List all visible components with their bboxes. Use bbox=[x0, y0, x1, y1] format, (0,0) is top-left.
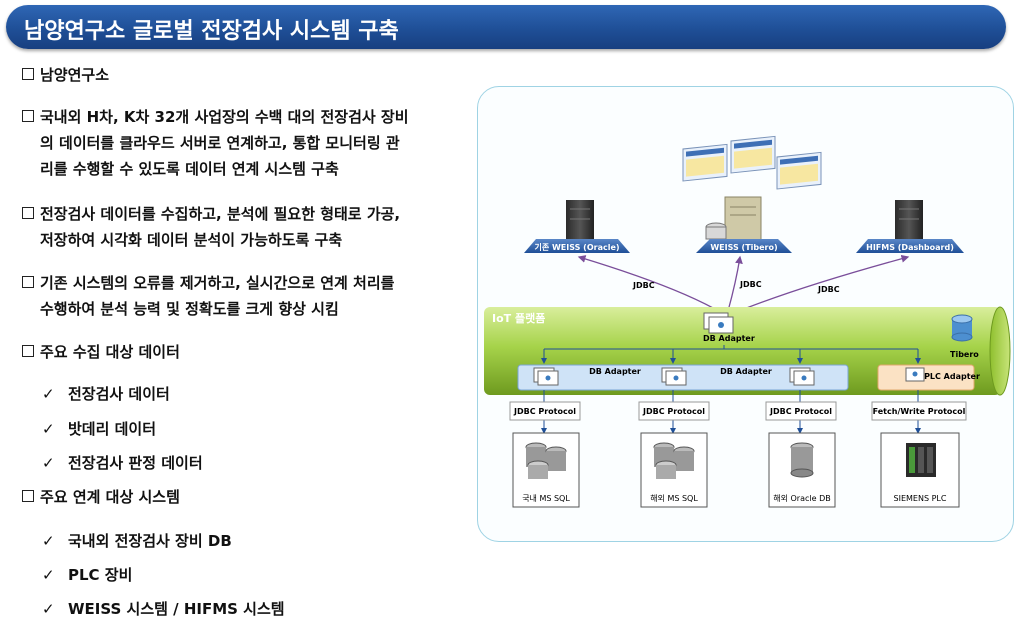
protocol-box-2 bbox=[638, 401, 710, 421]
bullet-text: 남양연구소 bbox=[40, 66, 110, 84]
data-item-text: 밧데리 데이터 bbox=[68, 420, 157, 438]
jdbc-connectors bbox=[577, 254, 910, 314]
architecture-diagram: 기존 WEISS (Oracle) WEISS (Tibero) HIFMS (… bbox=[477, 86, 1014, 542]
db-adapter-icon bbox=[533, 367, 559, 386]
system-item-3: ✓ WEISS 시스템 / HIFMS 시스템 bbox=[42, 598, 285, 619]
source-label-2: 해외 MS SQL bbox=[650, 493, 698, 503]
bullet-text: 국내외 H차, K차 32개 사업장의 수백 대의 전장검사 장비 bbox=[40, 108, 409, 126]
checkbox-square-icon bbox=[22, 207, 34, 219]
check-icon: ✓ bbox=[42, 566, 55, 584]
data-item-1: ✓ 전장검사 데이터 bbox=[42, 383, 170, 404]
protocol-label-1: JDBC Protocol bbox=[513, 407, 576, 416]
bullet-2-line3: 리를 수행할 수 있도록 데이터 연계 시스템 구축 bbox=[40, 160, 339, 178]
bullet-text: 주요 수집 대상 데이터 bbox=[40, 343, 180, 361]
system-item-text: WEISS 시스템 / HIFMS 시스템 bbox=[68, 600, 285, 618]
protocol-label-2: JDBC Protocol bbox=[642, 407, 705, 416]
system-item-text: 국내외 전장검사 장비 DB bbox=[68, 532, 232, 550]
db-adapter-icon bbox=[789, 367, 815, 386]
db-adapter-icon bbox=[703, 312, 734, 334]
platform-tibero bbox=[696, 239, 792, 253]
checkbox-square-icon bbox=[22, 68, 34, 80]
plc-device-icon bbox=[906, 443, 936, 477]
adapter-bus bbox=[541, 345, 921, 364]
bullet-4-line2: 수행하여 분석 능력 및 정확도를 크게 향상 시킴 bbox=[40, 300, 339, 318]
system-label-oracle: 기존 WEISS (Oracle) bbox=[534, 242, 619, 252]
check-icon: ✓ bbox=[42, 454, 55, 472]
bullet-6: 주요 연계 대상 시스템 bbox=[22, 484, 180, 510]
bullet-3: 전장검사 데이터를 수집하고, 분석에 필요한 형태로 가공, bbox=[22, 201, 400, 227]
plc-adapter-icon bbox=[905, 367, 925, 382]
bullet-2: 국내외 H차, K차 32개 사업장의 수백 대의 전장검사 장비 bbox=[22, 104, 409, 130]
plc-adapter-box bbox=[877, 364, 975, 391]
system-item-text: PLC 장비 bbox=[68, 566, 133, 584]
server-icon bbox=[705, 196, 762, 242]
protocol-label-4: Fetch/Write Protocol bbox=[873, 407, 966, 416]
checkbox-square-icon bbox=[22, 110, 34, 122]
source-label-1: 국내 MS SQL bbox=[522, 494, 570, 503]
check-icon: ✓ bbox=[42, 385, 55, 403]
bullet-4: 기존 시스템의 오류를 제거하고, 실시간으로 연계 처리를 bbox=[22, 270, 394, 296]
check-icon: ✓ bbox=[42, 600, 55, 618]
bullet-1: 남양연구소 bbox=[22, 62, 109, 88]
system-item-2: ✓ PLC 장비 bbox=[42, 564, 132, 585]
checkbox-square-icon bbox=[22, 276, 34, 288]
tibero-label: Tibero bbox=[950, 350, 979, 359]
adapter-text: DB Adapter bbox=[589, 367, 641, 376]
server-icon bbox=[566, 200, 594, 244]
platform-oracle bbox=[524, 239, 630, 253]
source-label-4: SIEMENS PLC bbox=[894, 494, 947, 503]
database-stack-icon bbox=[653, 442, 695, 479]
bullet-5: 주요 수집 대상 데이터 bbox=[22, 339, 180, 365]
jdbc-label-1: JDBC bbox=[632, 281, 655, 290]
protocol-label-3: JDBC Protocol bbox=[769, 407, 832, 416]
database-stack-icon bbox=[525, 442, 567, 479]
diagram-svg: 기존 WEISS (Oracle) WEISS (Tibero) HIFMS (… bbox=[484, 135, 1011, 508]
bullet-2-line2: 의 데이터를 클라우드 서버로 연계하고, 통합 모니터링 관 bbox=[40, 134, 400, 152]
platform-label: IoT 플랫폼 bbox=[492, 311, 545, 325]
data-item-2: ✓ 밧데리 데이터 bbox=[42, 418, 156, 439]
adapter-text: DB Adapter bbox=[720, 367, 772, 376]
adapter-label-2: DB Adapter bbox=[720, 367, 772, 376]
page-title: 남양연구소 글로벌 전장검사 시스템 구축 bbox=[24, 19, 399, 44]
tibero-db-icon bbox=[951, 314, 973, 342]
jdbc-label-2: JDBC bbox=[739, 280, 762, 289]
checkbox-square-icon bbox=[22, 490, 34, 502]
db-adapter-top-label: DB Adapter bbox=[703, 334, 755, 343]
database-icon bbox=[790, 442, 814, 478]
bullet-text: 주요 연계 대상 시스템 bbox=[40, 488, 180, 506]
adapter-label-1: DB Adapter bbox=[589, 367, 641, 376]
bullet-3-line2: 저장하여 시각화 데이터 분석이 가능하도록 구축 bbox=[40, 231, 343, 249]
bullet-text: 전장검사 데이터를 수집하고, 분석에 필요한 형태로 가공, bbox=[40, 205, 401, 223]
check-icon: ✓ bbox=[42, 420, 55, 438]
system-label-hifms: HIFMS (Dashboard) bbox=[866, 243, 954, 252]
jdbc-label-3: JDBC bbox=[817, 285, 840, 294]
system-item-1: ✓ 국내외 전장검사 장비 DB bbox=[42, 530, 232, 551]
system-label-tibero: WEISS (Tibero) bbox=[710, 243, 777, 252]
bullet-text: 기존 시스템의 오류를 제거하고, 실시간으로 연계 처리를 bbox=[40, 274, 395, 292]
checkbox-square-icon bbox=[22, 345, 34, 357]
protocol-box-4 bbox=[871, 401, 967, 421]
platform-hifms bbox=[856, 239, 964, 253]
source-label-3: 해외 Oracle DB bbox=[773, 493, 831, 503]
data-item-3: ✓ 전장검사 판정 데이터 bbox=[42, 452, 203, 473]
check-icon: ✓ bbox=[42, 532, 55, 550]
title-bar: 남양연구소 글로벌 전장검사 시스템 구축 bbox=[6, 5, 1006, 49]
protocol-box-1 bbox=[509, 401, 581, 421]
data-item-text: 전장검사 데이터 bbox=[68, 385, 170, 403]
monitor-screens-icon bbox=[682, 135, 822, 190]
data-item-text: 전장검사 판정 데이터 bbox=[68, 454, 203, 472]
protocol-arrows bbox=[541, 390, 921, 434]
plc-adapter-label: PLC Adapter bbox=[924, 372, 980, 381]
db-adapter-icon bbox=[661, 367, 687, 386]
server-icon bbox=[895, 200, 923, 244]
protocol-box-3 bbox=[765, 401, 837, 421]
